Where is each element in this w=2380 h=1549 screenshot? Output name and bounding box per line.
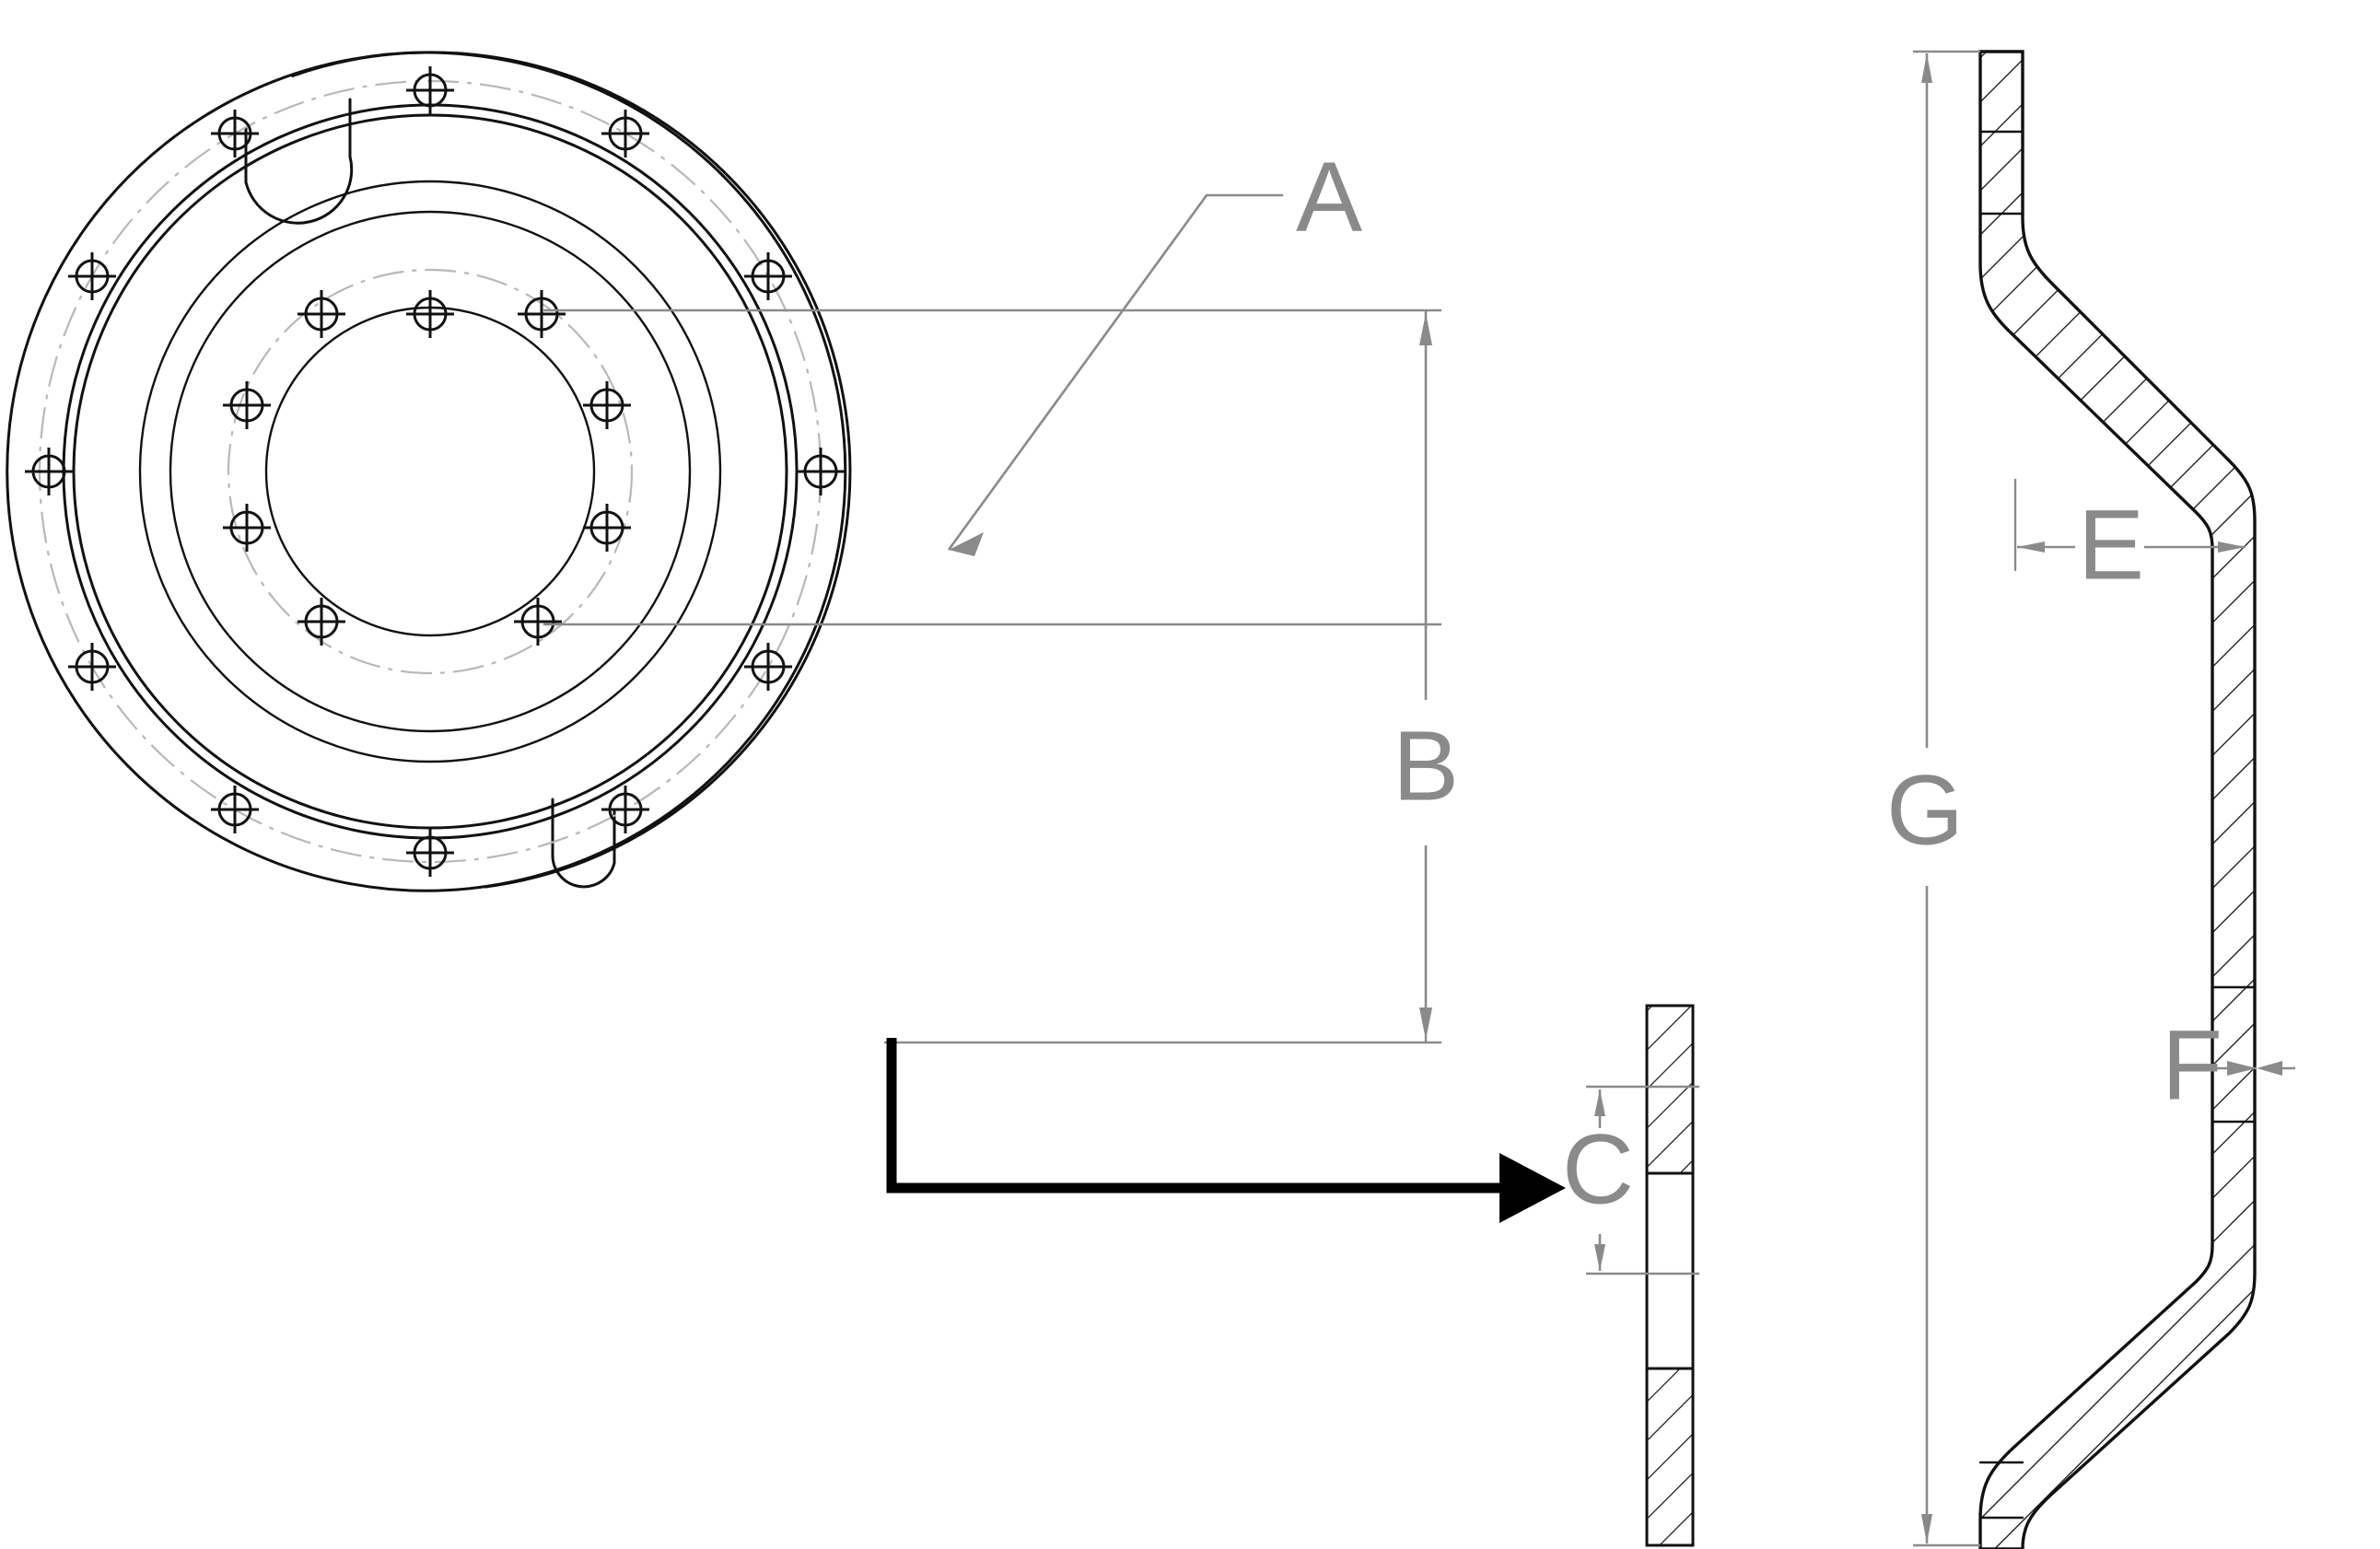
bolt-hole — [406, 829, 454, 877]
side-section-view: G E F — [1886, 50, 2295, 1549]
dim-g-arrow-bottom — [1921, 1514, 1932, 1543]
bolt-hole — [744, 643, 792, 691]
dimension-label-g: G — [1886, 754, 1964, 866]
leader-arrowhead-a — [949, 532, 984, 556]
bolt-hole — [223, 504, 271, 552]
side-profile-section — [1978, 50, 2257, 1549]
outer-bolt-holes — [25, 66, 845, 877]
dim-c-arrow-top — [1594, 1089, 1605, 1116]
bolt-hole — [211, 786, 259, 833]
side-profile-break-lines — [1978, 130, 2257, 1520]
dimension-e: E — [2013, 479, 2246, 600]
bolt-hole — [518, 290, 566, 338]
section-c-top-block — [1645, 1004, 1695, 1175]
bolt-hole — [406, 66, 454, 114]
section-c-detail: C — [1562, 1004, 1699, 1547]
dimension-f: F — [2162, 1009, 2295, 1121]
bolt-hole — [797, 448, 845, 495]
dim-c-arrow-bottom — [1594, 1244, 1605, 1271]
dimension-g: G — [1886, 50, 1980, 1547]
front-circular-view — [6, 51, 852, 892]
bolt-hole — [406, 290, 454, 338]
dimension-label-c: C — [1562, 1113, 1634, 1225]
bolt-hole — [298, 290, 345, 338]
dim-f-arrow-right — [2257, 1061, 2282, 1076]
bolt-hole — [583, 504, 631, 552]
dimension-label-e: E — [2078, 489, 2144, 600]
dimension-b: B — [543, 309, 1459, 1044]
dim-b-arrow-top — [1419, 313, 1432, 345]
dim-e-arrow-right — [2218, 542, 2246, 553]
notch-bottom — [551, 798, 616, 889]
bolt-hole — [298, 598, 345, 646]
section-c-bottom-block — [1645, 1367, 1695, 1547]
dim-f-arrow-left — [2227, 1061, 2257, 1076]
dimension-a: A — [947, 141, 1362, 556]
dim-g-arrow-top — [1921, 53, 1932, 83]
inner-bolt-circle-centerline — [227, 268, 634, 675]
section-cut-marker — [886, 1038, 1566, 1223]
bolt-hole — [601, 110, 649, 157]
dimension-label-f: F — [2162, 1009, 2222, 1121]
outer-flange-edge — [6, 51, 847, 892]
bolt-hole — [211, 110, 259, 157]
concentric-rings — [62, 103, 799, 840]
section-c-middle-block — [1645, 1171, 1695, 1370]
outer-bolt-circle-centerline — [38, 79, 822, 864]
bolt-hole — [68, 252, 116, 300]
bolt-hole — [68, 643, 116, 691]
bolt-hole — [601, 786, 649, 833]
dimension-label-b: B — [1393, 710, 1459, 821]
section-direction-arrow — [1499, 1153, 1566, 1223]
bolt-hole — [744, 252, 792, 300]
bolt-hole — [223, 381, 271, 429]
section-cut-line — [886, 1038, 1506, 1194]
bolt-hole — [25, 448, 73, 495]
bolt-hole — [583, 381, 631, 429]
dim-e-arrow-left — [2017, 542, 2045, 553]
dim-b-arrow-bottom — [1419, 1007, 1432, 1040]
inner-bolt-holes — [223, 290, 631, 646]
dimension-label-a: A — [1296, 141, 1362, 252]
bolt-hole — [514, 598, 562, 646]
